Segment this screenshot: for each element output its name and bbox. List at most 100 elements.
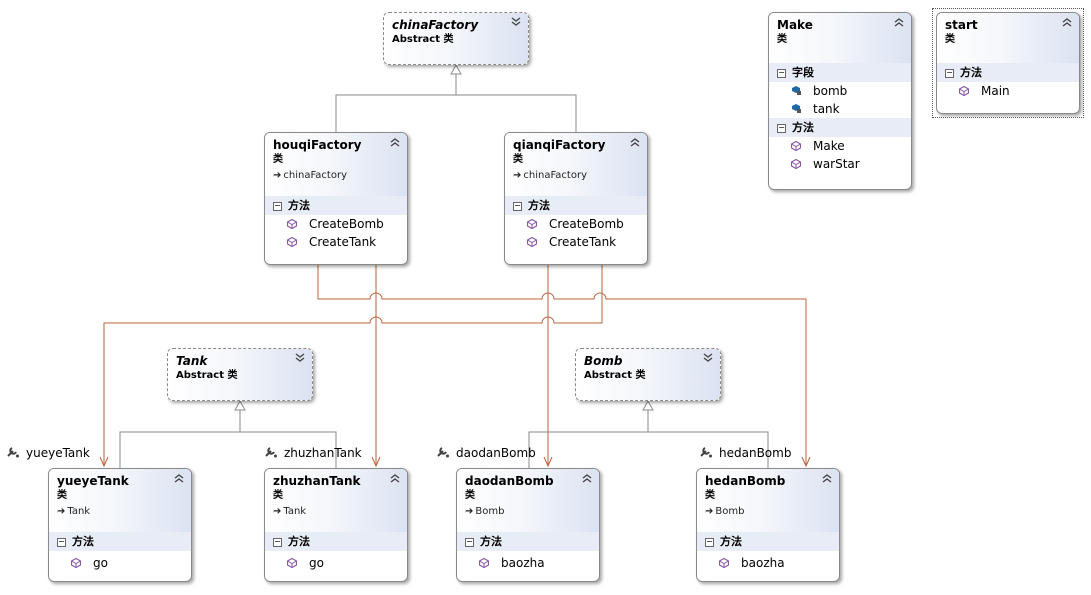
class-name: qianqiFactory [513,138,606,152]
double-chevron-up-icon[interactable] [581,473,593,485]
class-kind: Abstract 类 [584,370,646,381]
purple-cube-icon [71,558,81,568]
class-kind: Abstract 类 [392,34,454,45]
double-chevron-down-icon[interactable] [294,353,306,365]
purple-cube-icon [719,558,729,568]
base-class-label: ➔Bomb [705,506,745,517]
method-item[interactable]: CreateTank [265,233,407,251]
method-item[interactable]: warStar [769,155,911,173]
purple-cube-icon [287,237,297,247]
class-start[interactable]: start 类 −方法 Main [932,8,1084,118]
class-qianqiFactory[interactable]: qianqiFactory 类 ➔chinaFactory −方法 Create… [504,132,648,265]
class-name: hedanBomb [705,474,786,488]
section-methods[interactable]: −方法 [265,532,407,551]
inherit-arrow-icon: ➔ [465,506,474,517]
association-label-hedanBomb: hedanBomb [699,446,791,460]
section-methods[interactable]: −方法 [937,63,1079,82]
class-kind: Abstract 类 [176,370,238,381]
generalization-heads [234,63,654,411]
base-class-label: ➔chinaFactory [273,170,347,181]
method-item[interactable]: CreateBomb [505,215,647,233]
double-chevron-up-icon[interactable] [893,17,905,29]
field-item[interactable]: tank [769,100,911,118]
class-kind: 类 [945,34,955,45]
double-chevron-up-icon[interactable] [389,473,401,485]
method-item[interactable]: Make [769,137,911,155]
minus-box-icon[interactable]: − [705,537,714,547]
double-chevron-up-icon[interactable] [821,473,833,485]
section-methods[interactable]: −方法 [49,532,191,551]
class-kind: 类 [777,34,787,45]
class-name: Make [777,18,813,32]
double-chevron-up-icon[interactable] [629,137,641,149]
association-lines [103,265,807,466]
method-item[interactable]: CreateBomb [265,215,407,233]
base-class-label: ➔chinaFactory [513,170,587,181]
class-kind: 类 [273,490,283,501]
class-houqiFactory[interactable]: houqiFactory 类 ➔chinaFactory −方法 CreateB… [264,132,408,265]
field-item[interactable]: bomb [769,82,911,100]
wrench-icon [7,447,19,458]
purple-cube-icon [791,141,801,151]
method-item[interactable]: go [49,554,191,572]
class-name: chinaFactory [392,18,479,32]
method-item[interactable]: go [265,554,407,572]
section-methods[interactable]: −方法 [769,118,911,137]
class-daodanBomb[interactable]: daodanBomb 类 ➔Bomb −方法 baozha [456,468,600,582]
purple-cube-icon [527,219,537,229]
minus-box-icon[interactable]: − [513,201,522,211]
inherit-arrow-icon: ➔ [57,506,66,517]
double-chevron-up-icon[interactable] [389,137,401,149]
wrench-icon [437,447,449,458]
class-name: Bomb [584,354,623,368]
class-bomb[interactable]: Bomb Abstract 类 [575,348,721,401]
class-name: daodanBomb [465,474,554,488]
class-yueyeTank[interactable]: yueyeTank 类 ➔Tank −方法 go [48,468,192,582]
double-chevron-up-icon[interactable] [173,473,185,485]
minus-box-icon[interactable]: − [273,201,282,211]
purple-cube-icon [791,159,801,169]
association-label-yueyeTank: yueyeTank [6,446,90,460]
section-methods[interactable]: −方法 [697,532,839,551]
purple-cube-icon [287,558,297,568]
purple-cube-icon [959,86,969,96]
class-chinaFactory[interactable]: chinaFactory Abstract 类 [383,12,529,65]
wrench-icon [700,447,712,458]
class-name: start [945,18,978,32]
class-name: yueyeTank [57,474,129,488]
inherit-arrow-icon: ➔ [273,506,282,517]
class-tank[interactable]: Tank Abstract 类 [167,348,313,401]
section-methods[interactable]: −方法 [265,196,407,215]
minus-box-icon[interactable]: − [777,68,786,78]
class-hedanBomb[interactable]: hedanBomb 类 ➔Bomb −方法 baozha [696,468,840,582]
association-arrowheads [99,456,811,468]
class-name: houqiFactory [273,138,362,152]
method-item[interactable]: baozha [697,554,839,572]
class-kind: 类 [513,154,523,165]
method-item[interactable]: Main [937,82,1079,100]
class-kind: 类 [57,490,67,501]
double-chevron-down-icon[interactable] [510,17,522,29]
association-label-daodanBomb: daodanBomb [436,446,536,460]
blue-field-icon [792,86,801,95]
double-chevron-down-icon[interactable] [702,353,714,365]
generalization-lines [119,64,769,468]
section-fields[interactable]: −字段 [769,63,911,82]
double-chevron-up-icon[interactable] [1061,17,1073,29]
class-zhuzhanTank[interactable]: zhuzhanTank 类 ➔Tank −方法 go [264,468,408,582]
minus-box-icon[interactable]: − [945,68,954,78]
minus-box-icon[interactable]: − [777,123,786,133]
section-methods[interactable]: −方法 [457,532,599,551]
minus-box-icon[interactable]: − [465,537,474,547]
method-item[interactable]: baozha [457,554,599,572]
class-name: Tank [176,354,208,368]
method-item[interactable]: CreateTank [505,233,647,251]
minus-box-icon[interactable]: − [273,537,282,547]
class-start-inner: start 类 −方法 Main [936,12,1080,114]
minus-box-icon[interactable]: − [57,537,66,547]
inherit-arrow-icon: ➔ [273,170,282,181]
class-make[interactable]: Make 类 −字段 bomb tank −方法 Make warStar [768,12,912,190]
section-methods[interactable]: −方法 [505,196,647,215]
base-class-label: ➔Tank [273,506,307,517]
wrench-icon [265,447,277,458]
